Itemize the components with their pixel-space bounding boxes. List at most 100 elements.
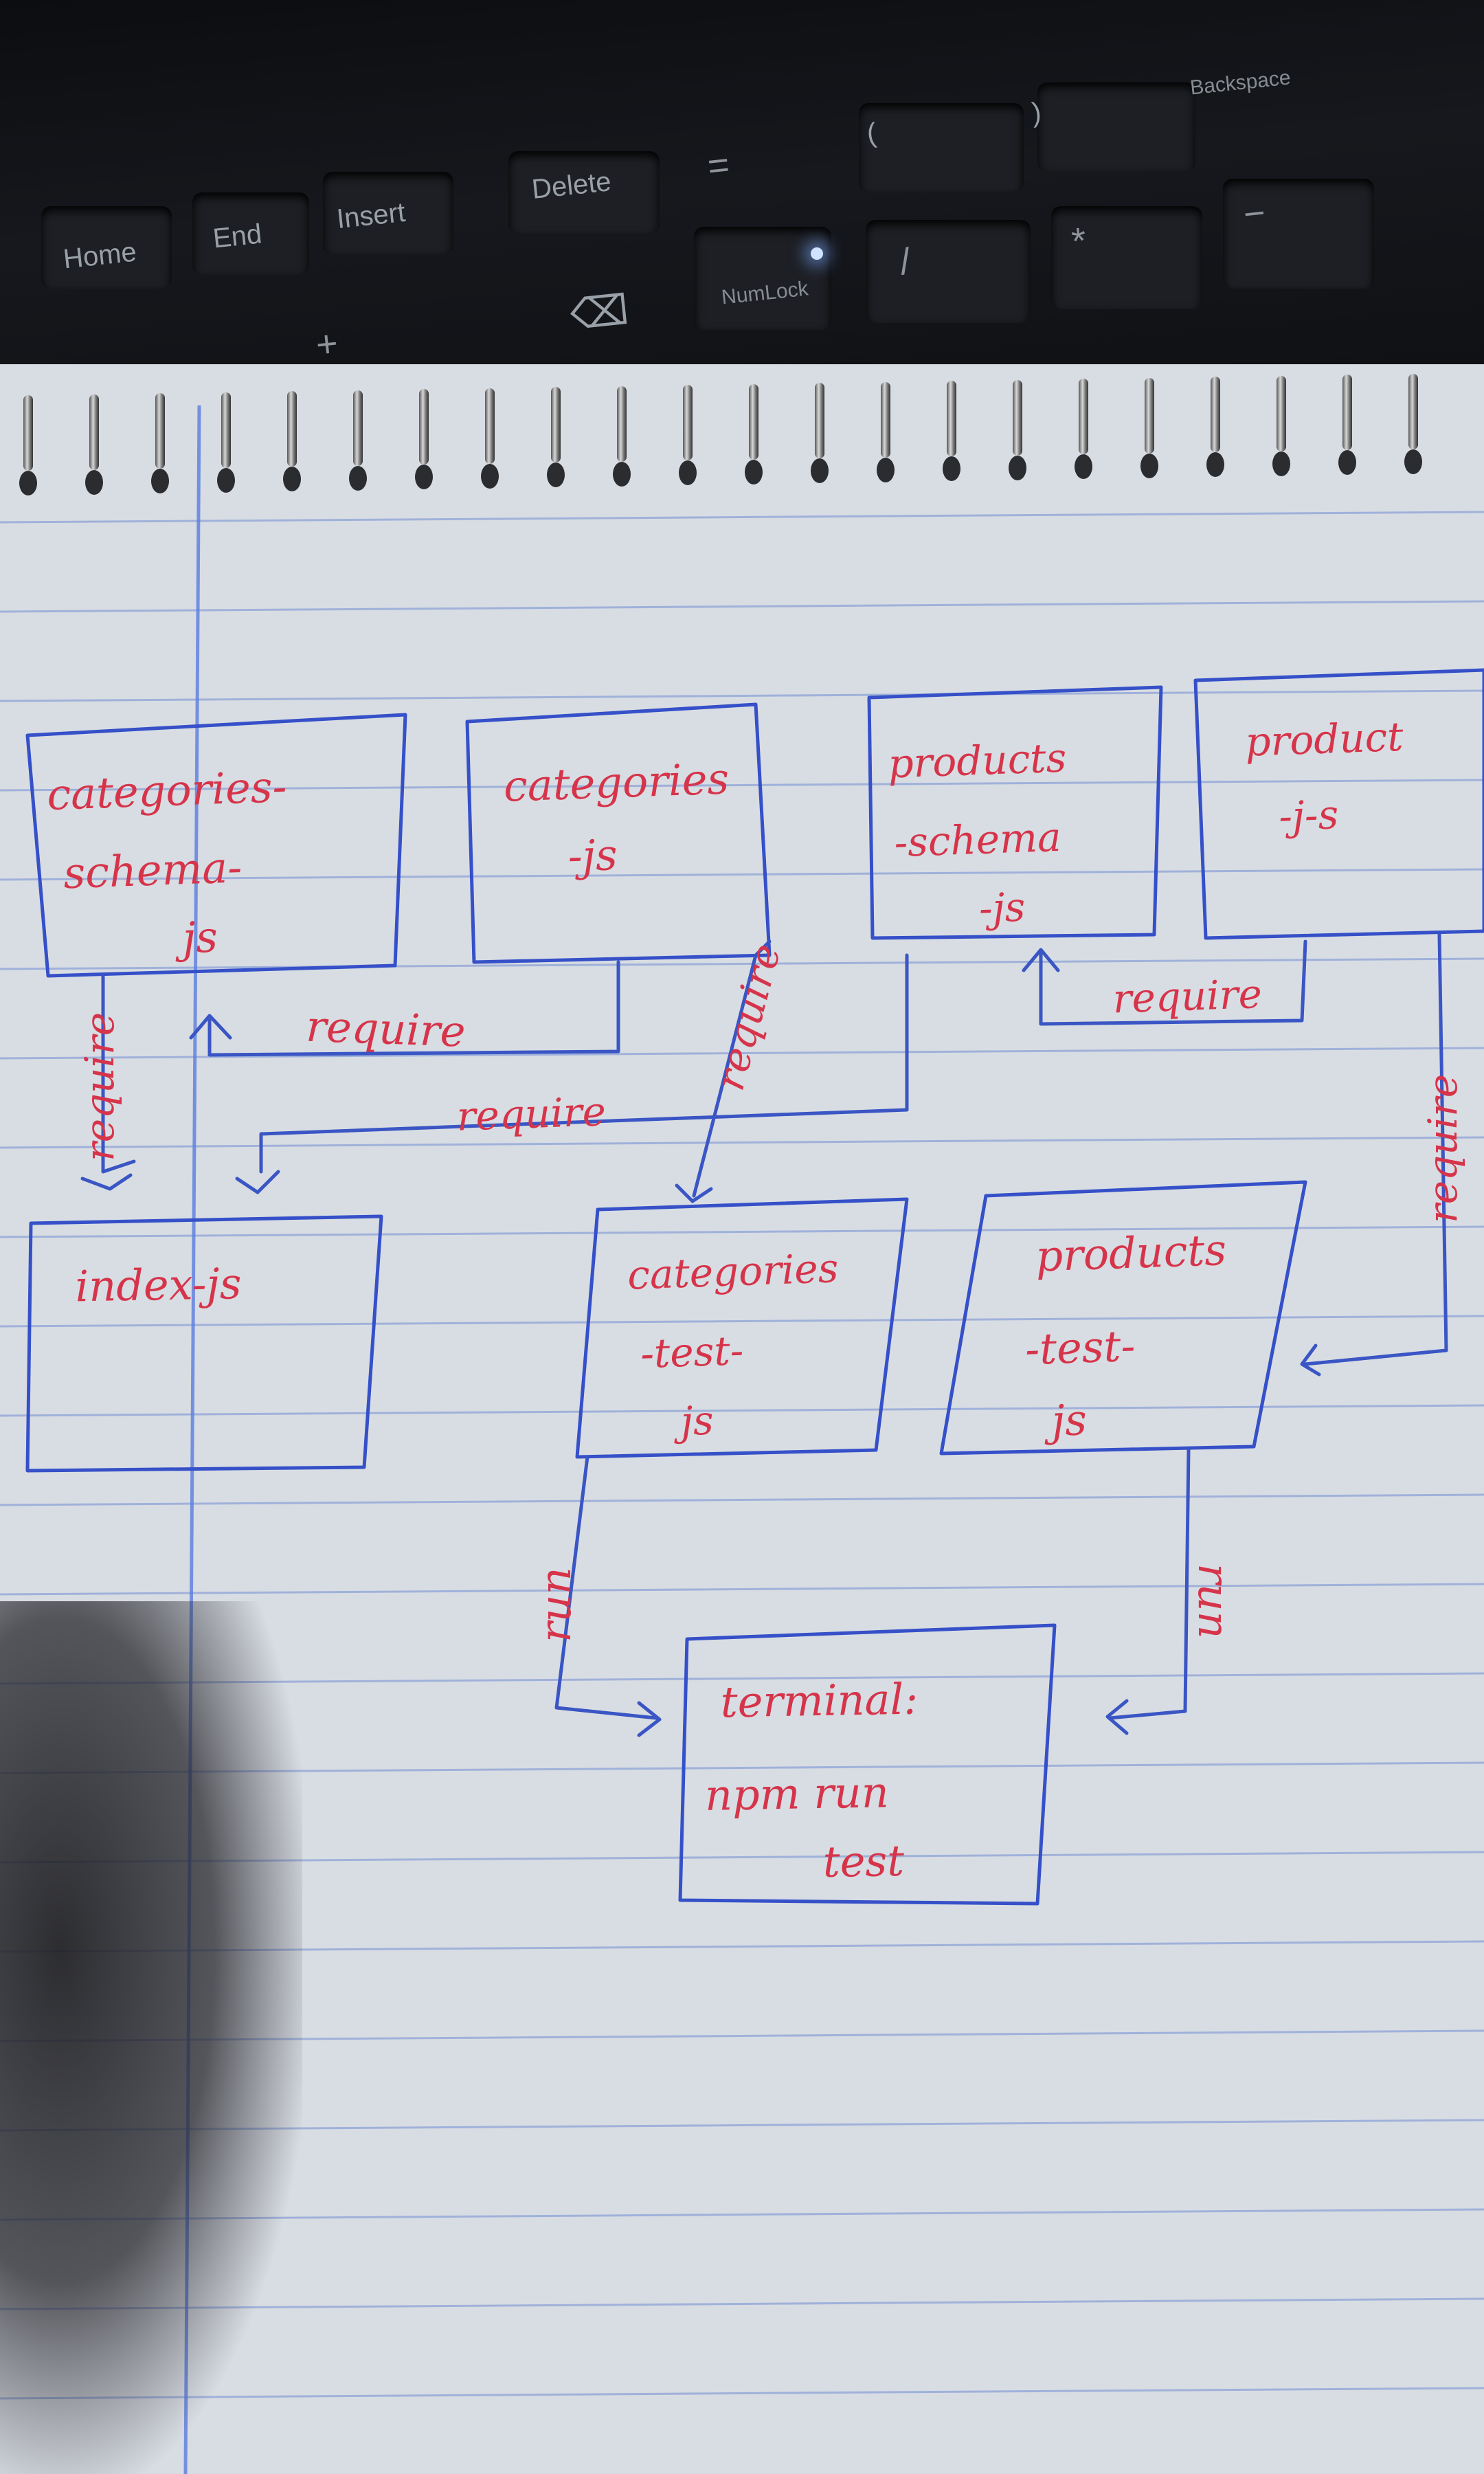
ring-wire bbox=[815, 383, 824, 458]
ring-hole bbox=[547, 463, 565, 487]
keycap bbox=[694, 227, 831, 330]
ring-wire bbox=[221, 392, 231, 468]
edge-line-categories-index bbox=[259, 953, 909, 1174]
ring-wire bbox=[1277, 375, 1286, 452]
ring-hole bbox=[745, 459, 763, 484]
spiral-ring bbox=[19, 395, 37, 498]
node-label-categories-test-line2: -test- bbox=[640, 1327, 744, 1377]
spiral-ring bbox=[811, 383, 829, 486]
ring-hole bbox=[877, 457, 895, 482]
ring-hole bbox=[613, 461, 631, 487]
spiral-ring bbox=[1075, 379, 1092, 482]
arrow-head-index-left-icon bbox=[80, 1173, 133, 1191]
arrow-head-schema-up-icon bbox=[189, 1014, 232, 1040]
spiral-ring bbox=[85, 394, 103, 498]
edge-line-categories-schema bbox=[207, 960, 620, 1057]
spiral-ring bbox=[613, 386, 631, 489]
ring-hole bbox=[1075, 454, 1092, 479]
edge-label-require-schema-index: require bbox=[76, 1012, 123, 1161]
ring-wire bbox=[287, 391, 297, 467]
node-label-products-test-line2: -test- bbox=[1024, 1321, 1136, 1375]
node-box-categories bbox=[465, 702, 772, 964]
node-label-products-test-line3: js bbox=[1043, 1394, 1088, 1446]
ring-hole bbox=[19, 471, 37, 495]
keycap bbox=[1223, 179, 1374, 289]
ring-hole bbox=[1404, 449, 1422, 474]
hand-shadow bbox=[0, 1601, 302, 2474]
node-box-categories-test bbox=[575, 1197, 909, 1459]
edge-label-require-product-test: require bbox=[1419, 1074, 1466, 1223]
ring-hole bbox=[85, 469, 103, 495]
ring-wire bbox=[23, 395, 33, 471]
node-label-categories-test-line1: categories bbox=[627, 1245, 839, 1299]
edge-label-run-products-test: run bbox=[1189, 1563, 1239, 1639]
node-label-categories-test-line3: js bbox=[673, 1397, 715, 1445]
ring-wire bbox=[353, 390, 363, 466]
node-label-terminal-line2: npm run bbox=[704, 1767, 889, 1820]
arrow-head-products-schema-icon bbox=[1022, 948, 1060, 972]
node-box-product bbox=[1193, 668, 1484, 940]
spiral-ring bbox=[1272, 375, 1290, 479]
node-label-categories-line1: categories bbox=[503, 753, 730, 811]
node-label-index: index-js bbox=[75, 1258, 242, 1311]
keycap bbox=[866, 220, 1031, 323]
spiral-ring bbox=[1338, 375, 1356, 478]
edge-line-run-categories bbox=[554, 1455, 658, 1720]
edge-line-schema-index bbox=[101, 974, 136, 1174]
ring-hole bbox=[349, 465, 367, 491]
ring-hole bbox=[481, 463, 499, 489]
edge-line-run-products bbox=[1108, 1448, 1191, 1720]
edge-line-categories-test bbox=[692, 939, 772, 1198]
edge-label-require-categories-test: require bbox=[706, 939, 790, 1095]
spiral-ring bbox=[943, 381, 960, 484]
ring-wire bbox=[155, 393, 165, 469]
ring-hole bbox=[1206, 452, 1224, 477]
spiral-ring bbox=[1404, 373, 1422, 477]
ring-wire bbox=[881, 381, 890, 458]
node-box-products-test bbox=[939, 1180, 1307, 1456]
spiral-ring bbox=[349, 390, 367, 493]
keyboard-background: Home End Insert Delete = ( ) Backspace N… bbox=[0, 0, 1484, 426]
spiral-ring bbox=[679, 385, 697, 488]
ring-hole bbox=[217, 467, 235, 493]
node-label-categories-line2: -js bbox=[567, 829, 618, 881]
node-label-terminal-line3: test bbox=[822, 1836, 905, 1887]
ring-wire bbox=[683, 385, 693, 460]
ring-wire bbox=[419, 389, 429, 465]
ring-hole bbox=[1009, 455, 1026, 480]
ring-hole bbox=[943, 456, 960, 481]
node-label-product-line2: -j-s bbox=[1278, 791, 1339, 840]
ring-wire bbox=[1408, 373, 1418, 449]
ring-wire bbox=[1211, 377, 1220, 452]
ring-wire bbox=[89, 394, 99, 470]
node-label-categories-schema-line2: schema- bbox=[63, 842, 243, 898]
keycap bbox=[1037, 82, 1195, 172]
ring-hole bbox=[1338, 450, 1356, 475]
arrow-head-categories-test-icon bbox=[675, 1183, 713, 1203]
ring-wire bbox=[617, 386, 627, 462]
ring-hole bbox=[1140, 453, 1158, 478]
node-box-products-schema bbox=[867, 685, 1163, 940]
numlock-led-icon bbox=[811, 247, 823, 260]
arrow-head-terminal-left-icon bbox=[637, 1701, 662, 1737]
ring-hole bbox=[679, 460, 697, 485]
arrow-head-terminal-right-icon bbox=[1105, 1699, 1129, 1735]
spiral-ring bbox=[877, 381, 895, 485]
ring-hole bbox=[415, 465, 433, 489]
node-box-index bbox=[25, 1214, 383, 1473]
spiral-ring bbox=[1009, 379, 1026, 483]
ring-hole bbox=[151, 469, 169, 493]
ring-wire bbox=[1342, 375, 1352, 450]
node-label-products-test-line1: products bbox=[1035, 1225, 1227, 1282]
edge-label-require-product-schema: require bbox=[1112, 970, 1263, 1023]
ring-hole bbox=[811, 458, 829, 483]
ring-wire bbox=[1079, 379, 1088, 454]
node-label-products-schema-line1: products bbox=[887, 734, 1067, 787]
ring-hole bbox=[1272, 451, 1290, 476]
keycap bbox=[192, 192, 309, 275]
ring-wire bbox=[485, 388, 495, 464]
node-box-categories-schema bbox=[25, 713, 407, 978]
node-label-categories-schema-line1: categories- bbox=[46, 761, 288, 820]
